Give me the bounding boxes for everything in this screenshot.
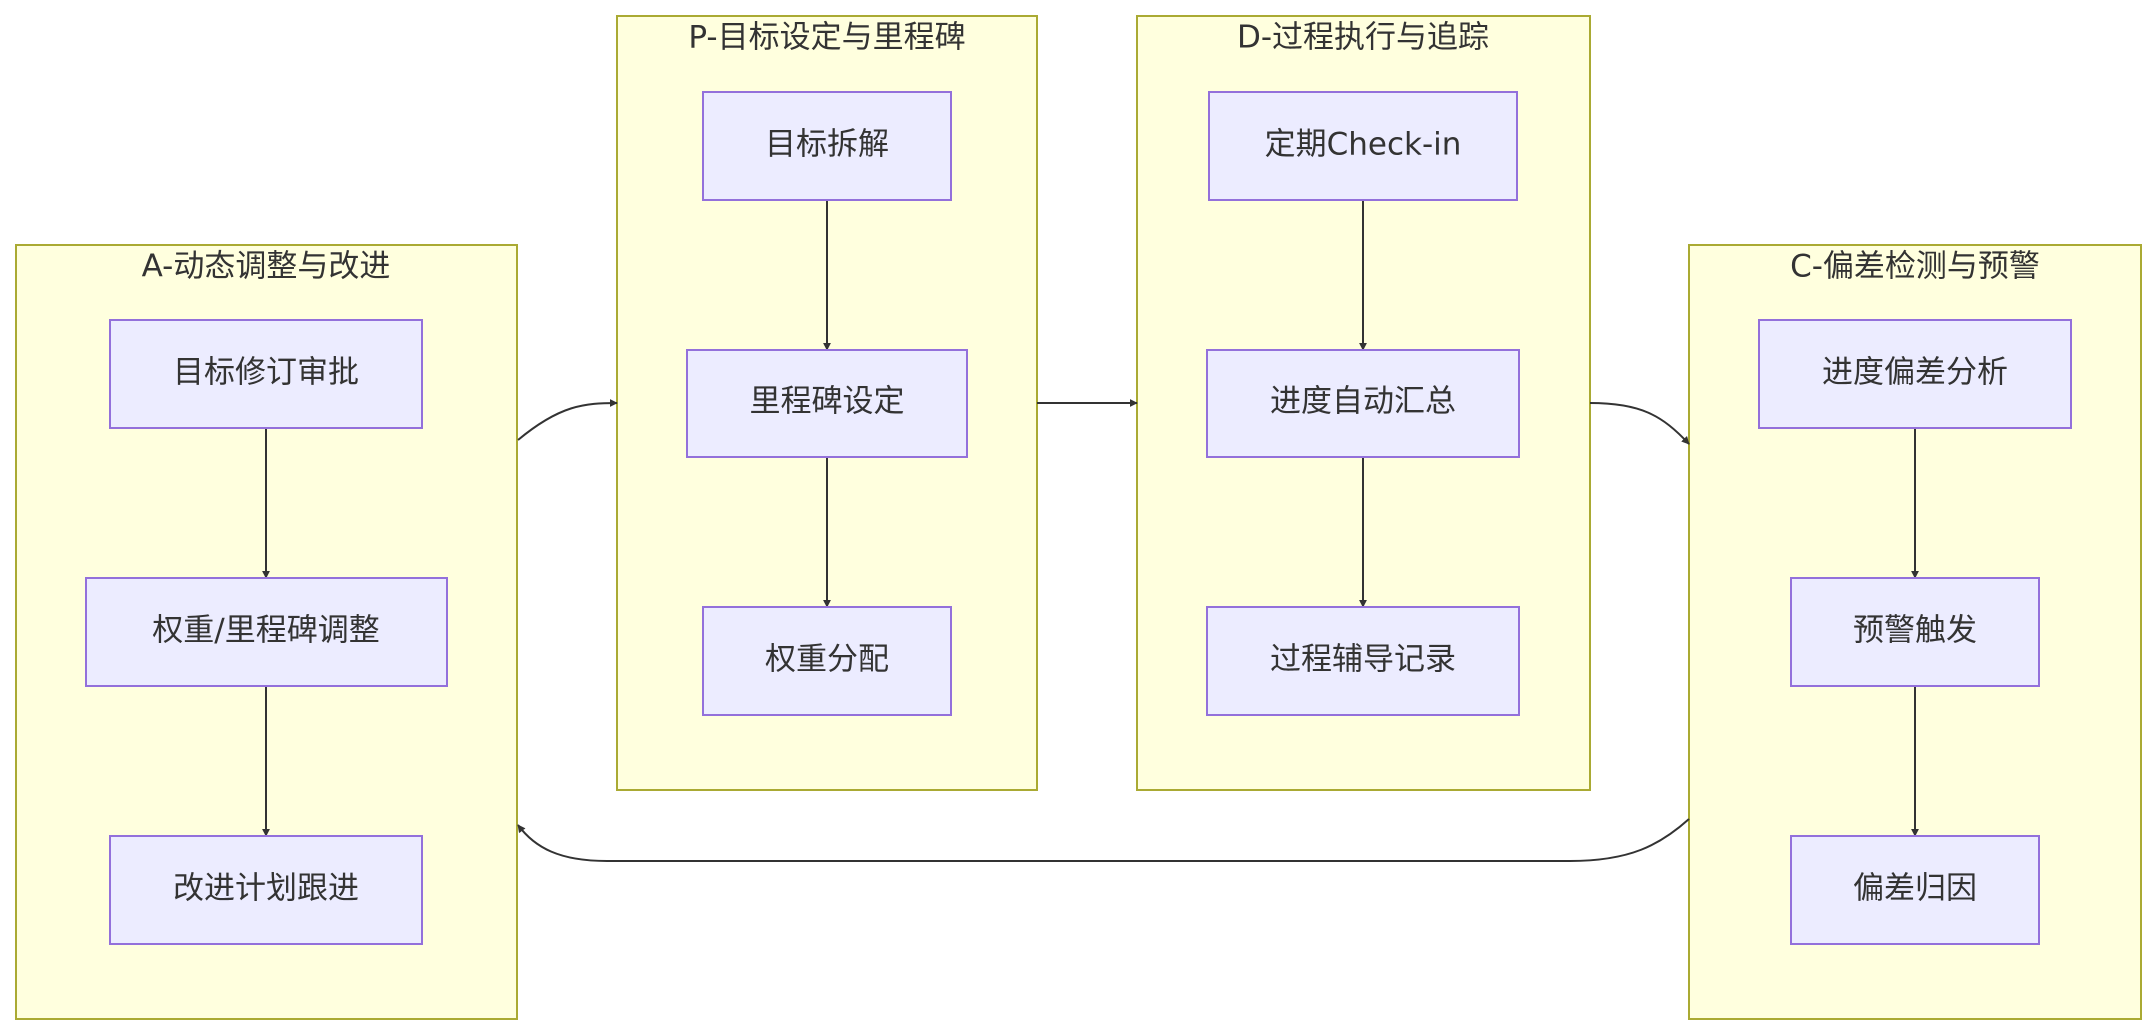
node-a3: 改进计划跟进 [109, 835, 423, 945]
cluster-a-title: A-动态调整与改进 [142, 249, 391, 285]
node-a1-box [109, 319, 423, 429]
node-a2-box [85, 577, 448, 687]
node-d1-label: 定期Check-in [1265, 127, 1462, 163]
node-p1: 目标拆解 [702, 91, 952, 201]
node-c3: 偏差归因 [1790, 835, 2040, 945]
node-c2: 预警触发 [1790, 577, 2040, 687]
node-d1: 定期Check-in [1208, 91, 1518, 201]
node-c2-label: 预警触发 [1853, 613, 1977, 649]
node-p2-label: 里程碑设定 [750, 384, 905, 420]
edges [262, 200, 1919, 862]
cluster-d-title: D-过程执行与追踪 [1237, 20, 1489, 56]
node-d3: 过程辅导记录 [1206, 606, 1520, 716]
node-c3-label: 偏差归因 [1853, 871, 1977, 907]
node-c2-box [1790, 577, 2040, 687]
edge-d-to-c [1589, 402, 1690, 445]
node-a3-label: 改进计划跟进 [173, 871, 359, 907]
node-p2-box [686, 349, 968, 458]
node-d2-box [1206, 349, 1520, 458]
node-a1-label: 目标修订审批 [173, 355, 359, 391]
node-d3-box [1206, 606, 1520, 716]
node-p1-box [702, 91, 952, 201]
node-c1-box [1758, 319, 2072, 429]
node-p1-label: 目标拆解 [765, 127, 889, 163]
cluster-c-title: C-偏差检测与预警 [1790, 249, 2040, 285]
node-p2: 里程碑设定 [686, 349, 968, 458]
node-p3-box [702, 606, 952, 716]
node-c1: 进度偏差分析 [1758, 319, 2072, 429]
node-a1: 目标修订审批 [109, 319, 423, 429]
node-a3-box [109, 835, 423, 945]
node-d2-label: 进度自动汇总 [1270, 384, 1456, 420]
node-d3-label: 过程辅导记录 [1270, 642, 1456, 678]
node-c1-label: 进度偏差分析 [1822, 355, 2008, 391]
node-a2: 权重/里程碑调整 [85, 577, 448, 687]
cluster-p-title: P-目标设定与里程碑 [688, 20, 965, 56]
node-d2: 进度自动汇总 [1206, 349, 1520, 458]
edge-c-to-a [517, 818, 1690, 862]
node-d1-box [1208, 91, 1518, 201]
node-a2-label: 权重/里程碑调整 [152, 613, 379, 649]
node-c3-box [1790, 835, 2040, 945]
node-p3: 权重分配 [702, 606, 952, 716]
edge-a-to-p [517, 399, 618, 441]
node-p3-label: 权重分配 [765, 642, 889, 678]
